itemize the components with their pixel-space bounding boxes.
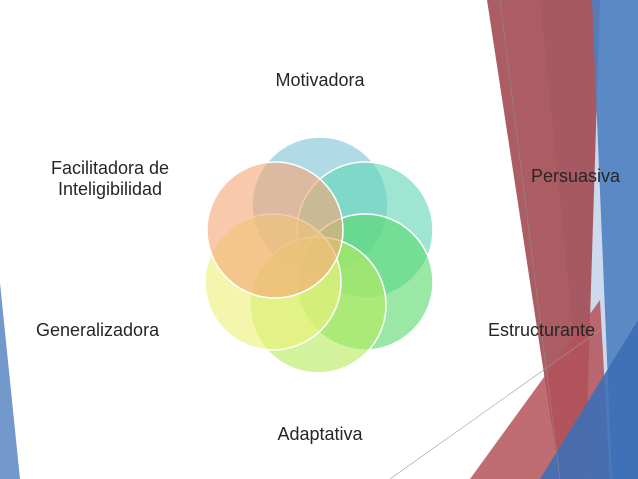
label-adaptativa: Adaptativa [277,424,363,444]
right-lower-blue-shape [540,320,638,479]
right-thin-line [499,0,561,479]
left-accent-strip [0,283,20,479]
label-facilitadora-line1: Facilitadora de [50,158,170,178]
venn-circles [204,136,434,374]
label-generalizadora: Generalizadora [36,320,160,340]
label-facilitadora-line2: Inteligibilidad [57,179,163,199]
circle-facilitadora [206,161,344,299]
label-persuasiva: Persuasiva [530,166,620,186]
label-motivadora: Motivadora [275,70,365,90]
label-estructurante: Estructurante [487,320,595,340]
label-facilitadora-de-inteligibilidad: Facilitadora de Inteligibilidad [10,158,210,200]
bottom-thin-line [389,329,601,479]
